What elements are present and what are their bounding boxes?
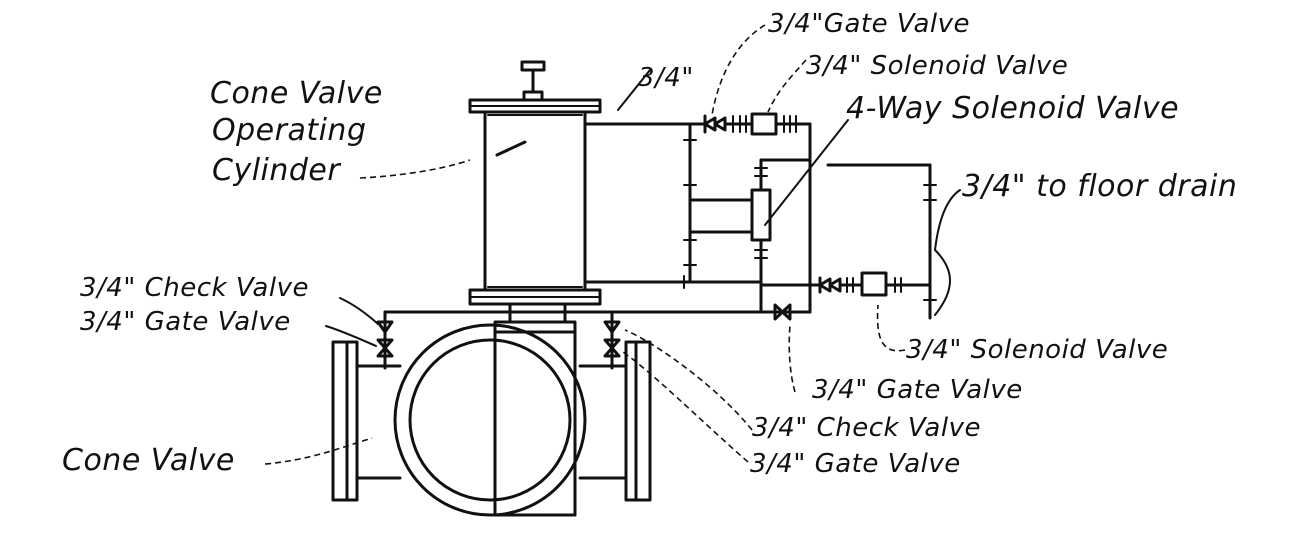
leader-cylinder-arrow	[495, 140, 527, 157]
leader-top-gate	[711, 24, 766, 116]
leader-top-solenoid	[767, 59, 807, 113]
four-way-solenoid-symbol	[750, 188, 772, 242]
leader-four-way	[764, 119, 849, 226]
valve-left-flange-inner	[345, 340, 359, 502]
label-lower-gate-valve: 3/4" Gate Valve	[812, 375, 1023, 405]
valve-outer-circle	[393, 323, 587, 517]
label-floor-drain: 3/4" to floor drain	[962, 169, 1237, 204]
leader-right-check	[624, 329, 753, 431]
label-four-way-solenoid: 4-Way Solenoid Valve	[846, 91, 1179, 126]
bottom-piping	[376, 288, 812, 370]
leader-cylinder	[359, 159, 471, 179]
labels: Cone Valve Operating Cylinder 3/4" 3/4"G…	[62, 9, 1237, 479]
valve-left-flange-outer	[331, 340, 349, 502]
label-top-solenoid-valve: 3/4" Solenoid Valve	[806, 51, 1068, 81]
top-gate-valve-symbol	[703, 114, 727, 134]
label-left-gate-valve: 3/4" Gate Valve	[80, 307, 291, 337]
left-check-valve-symbol	[376, 320, 394, 334]
cone-valve	[331, 302, 652, 517]
label-cylinder-line1: Cone Valve	[210, 76, 383, 111]
valve-right-flange-outer	[634, 340, 652, 502]
lower-check-gate-symbol	[818, 276, 842, 294]
valve-bonnet	[493, 320, 577, 334]
leader-lines	[264, 24, 961, 465]
label-right-check-valve: 3/4" Check Valve	[752, 413, 981, 443]
leader-lower-gate	[788, 324, 796, 393]
right-check-valve-symbol	[603, 320, 621, 334]
right-gate-valve-symbol	[603, 338, 621, 358]
leader-lower-solenoid	[876, 304, 906, 352]
label-lower-solenoid-valve: 3/4" Solenoid Valve	[906, 335, 1168, 365]
valve-inner-circle	[408, 338, 572, 502]
leader-right-gate	[619, 349, 749, 463]
label-cylinder-line3: Cylinder	[212, 153, 341, 188]
bottom-gate-valve-symbol	[773, 303, 792, 321]
operating-cylinder	[468, 60, 602, 306]
top-solenoid-valve-symbol	[750, 112, 778, 136]
label-cone-valve: Cone Valve	[62, 443, 235, 478]
leader-cone-valve	[264, 437, 373, 465]
leader-pipe-size	[617, 69, 651, 111]
left-gate-valve-symbol	[376, 338, 394, 358]
label-cylinder-line2: Operating	[212, 113, 367, 148]
leader-floor-drain	[933, 189, 961, 316]
upper-piping	[583, 112, 812, 312]
drain-piping	[759, 163, 937, 320]
label-pipe-size: 3/4"	[638, 63, 694, 93]
label-left-check-valve: 3/4" Check Valve	[80, 273, 309, 303]
lower-solenoid-valve-symbol	[860, 271, 888, 297]
leader-left-check	[339, 297, 379, 325]
leader-left-gate	[325, 325, 377, 347]
label-right-gate-valve: 3/4" Gate Valve	[750, 449, 961, 479]
label-top-gate-valve: 3/4"Gate Valve	[768, 9, 970, 39]
